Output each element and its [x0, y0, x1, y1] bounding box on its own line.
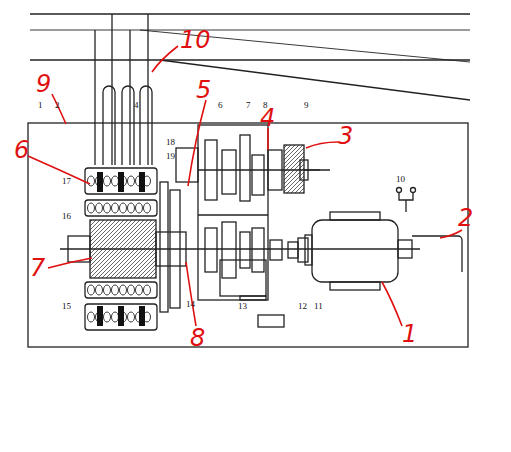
callout-number: 10	[396, 175, 405, 184]
coil-winding	[104, 176, 111, 186]
coil-winding	[88, 176, 95, 186]
coil-winding	[144, 203, 151, 213]
coil-winding	[96, 203, 103, 213]
annotation-number: 10	[180, 28, 211, 52]
annotation-number: 3	[338, 124, 353, 148]
coil-winding	[96, 285, 103, 295]
coil-winding	[128, 285, 135, 295]
coil-winding	[112, 312, 119, 322]
coil-winding	[120, 203, 127, 213]
callout-number: 9	[304, 101, 309, 110]
coil-winding	[104, 312, 111, 322]
callout-number: 11	[314, 302, 323, 311]
callout-number: 14	[186, 300, 195, 309]
annotation-number: 6	[14, 138, 29, 162]
callout-number: 13	[238, 302, 247, 311]
coil-winding	[104, 203, 111, 213]
callout-number: 18	[166, 138, 175, 147]
annotation-number: 4	[260, 106, 275, 130]
coil-winding	[136, 203, 143, 213]
coil-winding	[120, 285, 127, 295]
callout-number: 19	[166, 152, 175, 161]
coil-winding	[112, 203, 119, 213]
coil-winding	[88, 203, 95, 213]
coil-winding	[88, 285, 95, 295]
coil-winding	[128, 176, 135, 186]
coil-winding	[112, 285, 119, 295]
callout-number: 1	[38, 101, 43, 110]
callout-number: 7	[246, 101, 251, 110]
annotation-number: 9	[36, 72, 51, 96]
coil-winding	[128, 203, 135, 213]
annotation-number: 5	[196, 78, 211, 102]
callout-number: 17	[62, 177, 71, 186]
callout-number: 15	[62, 302, 71, 311]
callout-number: 12	[298, 302, 307, 311]
coil-winding	[104, 285, 111, 295]
coil-winding	[112, 176, 119, 186]
callout-number: 16	[62, 212, 71, 221]
callout-number: 4	[134, 101, 139, 110]
annotation-number: 2	[458, 206, 473, 230]
coil-winding	[144, 285, 151, 295]
coil-winding	[88, 312, 95, 322]
callout-number: 2	[55, 101, 60, 110]
callout-number: 6	[218, 101, 223, 110]
annotation-number: 1	[402, 322, 417, 346]
annotation-number: 7	[30, 256, 45, 280]
coil-winding	[128, 312, 135, 322]
coil-winding	[136, 285, 143, 295]
annotation-number: 8	[190, 326, 205, 350]
